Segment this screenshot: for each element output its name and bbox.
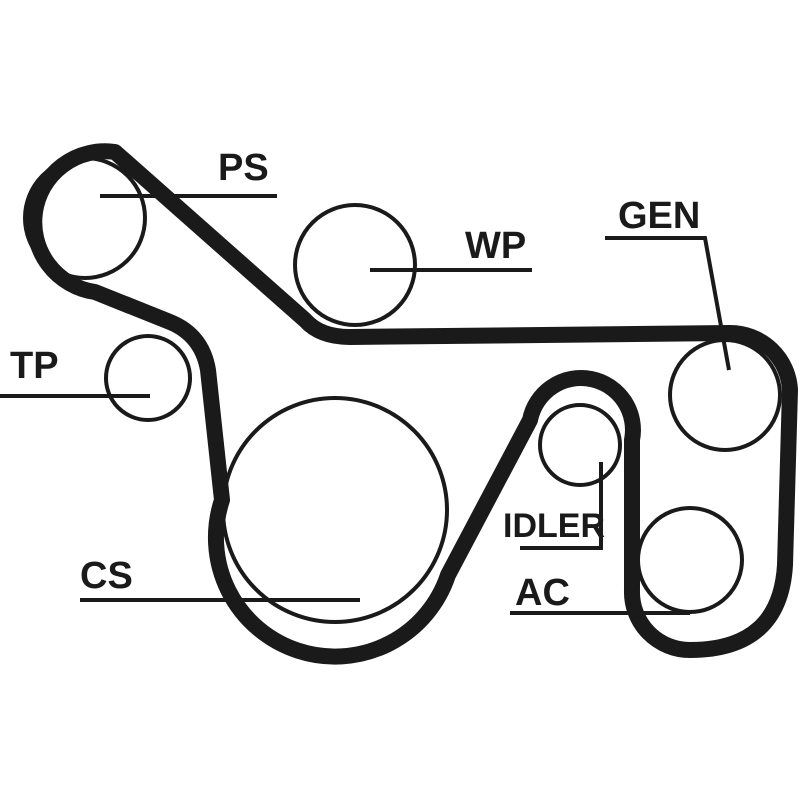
idler-leader-line xyxy=(520,462,603,550)
drive-belt xyxy=(26,143,798,665)
ac-pulley xyxy=(636,506,744,614)
tp-label: TP xyxy=(10,345,59,387)
tp-pulley xyxy=(104,334,192,422)
idler-pulley xyxy=(538,403,622,487)
ps-label: PS xyxy=(218,147,269,189)
cs-label: CS xyxy=(80,555,133,597)
gen-label: GEN xyxy=(618,195,700,237)
idler-label: IDLER xyxy=(503,507,605,545)
ac-label: AC xyxy=(515,572,570,614)
cs-pulley xyxy=(221,396,449,624)
wp-label: WP xyxy=(465,225,526,267)
wp-pulley xyxy=(293,203,417,327)
ps-pulley xyxy=(23,156,147,280)
gen-leader-line xyxy=(605,236,731,371)
